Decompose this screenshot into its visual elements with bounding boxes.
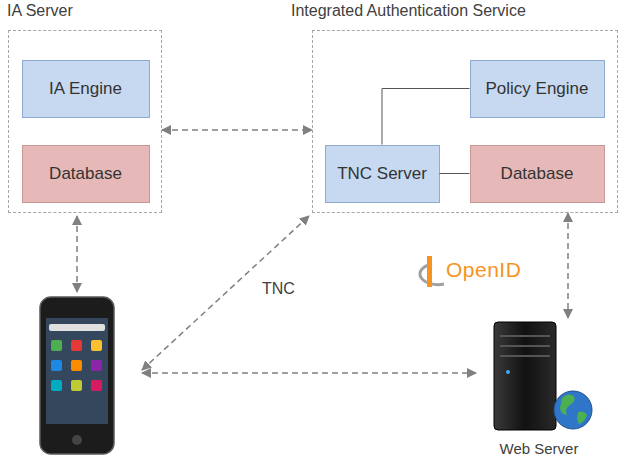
- phone-icon: [51, 340, 62, 351]
- phone-icon: [91, 340, 102, 351]
- phone-icon: [91, 360, 102, 371]
- phone-icon: [91, 380, 102, 391]
- box-label: IA Engine: [49, 79, 122, 99]
- service-group: Integrated Authentication ServicePolicy …: [312, 30, 618, 213]
- server-led: [506, 370, 510, 374]
- box-label: Database: [49, 164, 122, 184]
- phone-icon: [71, 340, 82, 351]
- phone-icon: [51, 360, 62, 371]
- phone-icon: [71, 380, 82, 391]
- phone-body: [40, 297, 114, 454]
- server-slot: [500, 335, 550, 337]
- phone-ia-link: [76, 216, 78, 292]
- process-box: Policy Engine: [470, 60, 605, 118]
- phone-icon: [51, 380, 62, 391]
- phone-tnc-link: [142, 216, 309, 370]
- globe-symbol: [554, 391, 592, 429]
- server-tower: [494, 322, 556, 430]
- server-group: IA ServerIA EngineDatabase: [8, 30, 162, 213]
- box-label: Database: [501, 164, 574, 184]
- web-server-node: Web Server: [478, 318, 600, 459]
- openid-bar: [427, 256, 432, 287]
- group-heading: Integrated Authentication Service: [291, 2, 526, 20]
- server-slot: [500, 345, 550, 347]
- process-box: IA Engine: [22, 60, 150, 118]
- box-label: TNC Server: [337, 164, 427, 184]
- edge-label: OpenID: [446, 258, 521, 282]
- dashed-connector: [162, 129, 312, 131]
- openid-logo: [420, 256, 444, 287]
- connector-line: [382, 89, 470, 145]
- dashed-connector: [567, 213, 569, 318]
- link-label: TNC: [262, 280, 295, 298]
- group-heading: IA Server: [7, 2, 73, 20]
- phone-web-link: [142, 372, 476, 374]
- phone-icon: [71, 360, 82, 371]
- globe-land: [560, 394, 587, 424]
- database-box: Database: [470, 145, 605, 203]
- server-slot: [500, 355, 550, 357]
- phone-links: [77, 216, 476, 373]
- connector-line: [440, 173, 470, 174]
- node-label: Web Server: [478, 440, 600, 457]
- database-box: Database: [22, 145, 150, 203]
- phone-screen: [46, 318, 108, 424]
- phone-button: [72, 435, 82, 445]
- box-label: Policy Engine: [485, 79, 588, 99]
- phone-searchbar: [49, 324, 105, 331]
- phone-illustration: [40, 297, 114, 454]
- process-box: TNC Server: [325, 145, 440, 203]
- server-illustration: [494, 322, 592, 430]
